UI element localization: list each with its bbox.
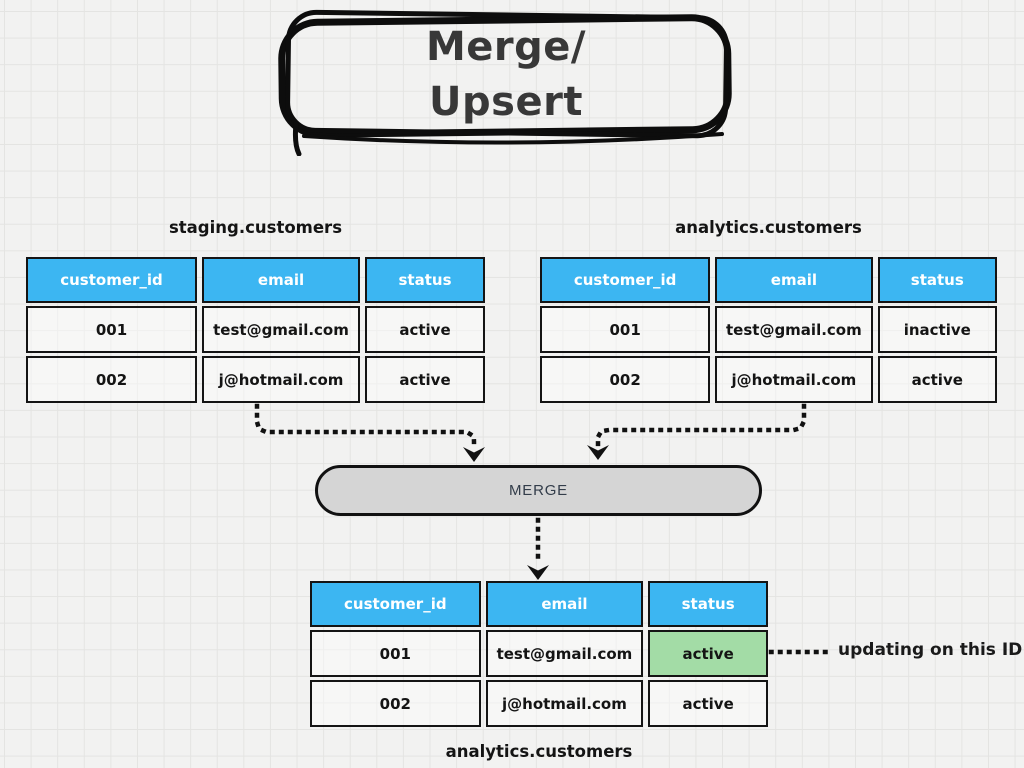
merge-node: MERGE — [315, 465, 762, 516]
table-cell: 002 — [26, 356, 197, 403]
table-cell: 002 — [310, 680, 481, 727]
title-box: Merge/ Upsert — [270, 4, 742, 156]
table-cell: j@hotmail.com — [485, 680, 644, 727]
highlighted-status-cell: active — [648, 630, 768, 677]
table-cell: j@hotmail.com — [715, 356, 873, 403]
table-cell: test@gmail.com — [202, 306, 360, 353]
table-cell: 001 — [26, 306, 197, 353]
analytics-table: customer_id email status 001 test@gmail.… — [540, 257, 997, 403]
table-cell: test@gmail.com — [485, 630, 644, 677]
page-title-line2: Upsert — [429, 79, 583, 126]
table-cell: active — [365, 356, 485, 403]
merge-node-label: MERGE — [508, 482, 568, 499]
sketch-border-icon — [278, 9, 732, 156]
table-cell: inactive — [877, 306, 997, 353]
column-header: customer_id — [540, 257, 711, 303]
table-cell: active — [648, 680, 768, 727]
column-header: customer_id — [310, 581, 481, 627]
column-header: status — [648, 581, 768, 627]
column-header: email — [202, 257, 360, 303]
annotation-text: updating on this ID — [838, 640, 1023, 660]
table-cell: 001 — [540, 306, 711, 353]
column-header: status — [365, 257, 485, 303]
arrowhead-down-icon — [527, 565, 549, 580]
staging-table-label: staging.customers — [168, 218, 343, 237]
staging-table: customer_id email status 001 test@gmail.… — [26, 257, 485, 403]
table-cell: active — [877, 356, 997, 403]
arrowhead-down-icon — [463, 447, 485, 462]
analytics-table-label: analytics.customers — [675, 218, 862, 237]
column-header: email — [485, 581, 644, 627]
staging-to-merge-arrow-line — [254, 403, 477, 450]
table-cell: 002 — [540, 356, 711, 403]
result-table-label: analytics.customers — [445, 742, 633, 761]
table-cell: j@hotmail.com — [202, 356, 360, 403]
arrowhead-down-icon — [587, 445, 609, 460]
page-title: Merge/ Upsert — [270, 20, 742, 130]
column-header: customer_id — [26, 257, 197, 303]
analytics-to-merge-arrow-line — [595, 403, 807, 448]
column-header: email — [715, 257, 873, 303]
page-title-line1: Merge/ — [425, 24, 587, 70]
table-cell: 001 — [310, 630, 481, 677]
table-cell: test@gmail.com — [715, 306, 873, 353]
table-cell: active — [365, 306, 485, 353]
column-header: status — [877, 257, 997, 303]
result-table: customer_id email status 001 test@gmail.… — [310, 581, 768, 727]
